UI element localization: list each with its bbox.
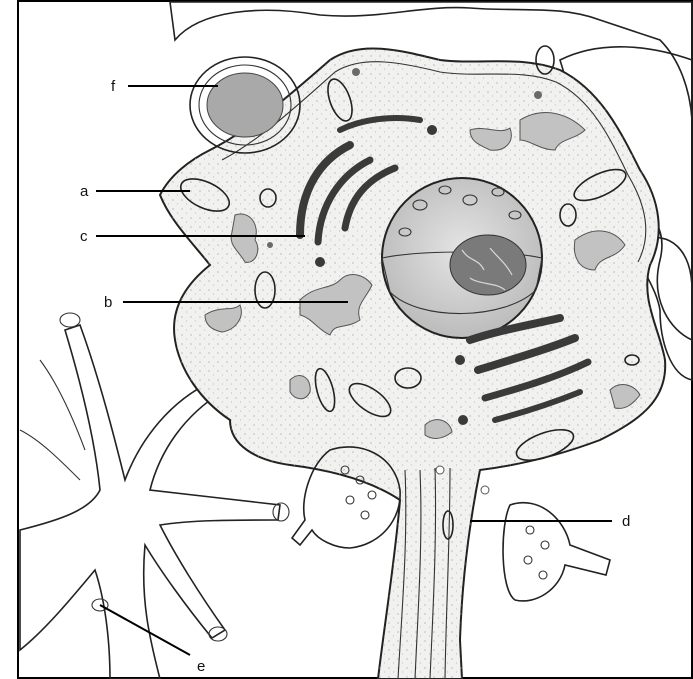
label-d: d	[622, 513, 630, 530]
label-c: c	[80, 228, 88, 245]
label-b: b	[104, 294, 112, 311]
label-a: a	[80, 183, 89, 200]
nucleus	[382, 178, 542, 338]
label-e: e	[197, 658, 205, 675]
